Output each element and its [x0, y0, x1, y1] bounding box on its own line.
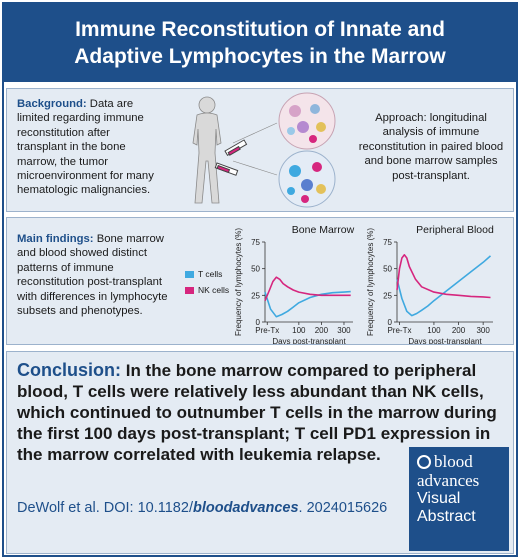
page-title: Immune Reconstitution of Innate and Adap… [74, 18, 446, 68]
legend-swatch-nk-cells [185, 286, 194, 294]
conclusion-text: Conclusion: In the bone marrow compared … [17, 360, 511, 465]
x-tick-label: Pre-Tx [387, 326, 411, 335]
approach-text: Approach: longitudinal analysis of immun… [358, 112, 504, 182]
syringe-icon [214, 139, 248, 176]
main-findings-body: Bone marrow and blood showed distinct pa… [17, 233, 168, 318]
series-line-nk-cells [396, 254, 491, 299]
legend-label-t-cells: T cells [198, 269, 223, 279]
logo-line-4: Abstract [417, 508, 476, 525]
series-line-t-cells [396, 255, 492, 317]
legend-item-t-cells: T cells [185, 266, 229, 282]
logo-line-1: blood [417, 452, 503, 472]
background-panel: Background: Data are limited regarding i… [6, 88, 514, 212]
y-axis-title: Frequency of lymphocytes (%) [366, 228, 375, 336]
y-tick-label: 50 [383, 265, 392, 274]
x-tick-label: 200 [315, 326, 329, 335]
citation-journal: bloodadvances [192, 500, 299, 516]
transplant-illustration [192, 92, 336, 208]
x-tick-label: 300 [337, 326, 351, 335]
main-findings-text: Main findings: Bone marrow and blood sho… [17, 232, 177, 318]
conclusion-label: Conclusion: [17, 360, 121, 380]
y-axis-title: Frequency of lymphocytes (%) [234, 228, 243, 336]
x-tick-label: 200 [452, 326, 466, 335]
legend-item-nk-cells: NK cells [185, 282, 229, 298]
logo-line-3: Visual [417, 490, 461, 507]
patient-figure-icon [192, 96, 222, 204]
peripheral-blood-chart-title: Peripheral Blood [416, 224, 494, 236]
y-tick-label: 50 [251, 265, 260, 274]
background-body: Data are limited regarding immune recons… [17, 98, 154, 197]
x-tick-label: 300 [476, 326, 490, 335]
blood-cells-icon [278, 150, 336, 208]
citation-suffix: . 2024015626 [298, 500, 388, 516]
main-findings-label: Main findings: [17, 233, 94, 245]
x-axis-title: Days post-transplant [408, 337, 482, 344]
blood-advances-logo: blood advances Visual Abstract [409, 447, 509, 551]
x-tick-label: 100 [292, 326, 306, 335]
chart-legend: T cells NK cells [185, 266, 229, 298]
series-line-t-cells [264, 290, 351, 318]
title-banner: Immune Reconstitution of Innate and Adap… [4, 4, 516, 82]
y-tick-label: 0 [388, 318, 393, 327]
logo-line-2: advances [417, 470, 480, 490]
y-tick-label: 25 [251, 291, 260, 300]
y-tick-label: 0 [256, 318, 261, 327]
conclusion-body: In the bone marrow compared to periphera… [17, 361, 497, 464]
x-tick-label: Pre-Tx [255, 326, 279, 335]
x-tick-label: 100 [427, 326, 441, 335]
citation-prefix: DeWolf et al. DOI: 10.1182/ [17, 500, 193, 516]
y-tick-label: 25 [383, 291, 392, 300]
blood-drop-icon [417, 455, 431, 469]
citation: DeWolf et al. DOI: 10.1182/bloodadvances… [17, 498, 397, 518]
y-tick-label: 75 [251, 238, 260, 247]
background-text: Background: Data are limited regarding i… [17, 97, 155, 198]
y-tick-label: 75 [383, 238, 392, 247]
series-line-nk-cells [264, 276, 351, 302]
bone-marrow-cells-icon [278, 92, 336, 150]
x-axis-title: Days post-transplant [272, 337, 346, 344]
conclusion-panel: Conclusion: In the bone marrow compared … [6, 351, 514, 554]
bone-marrow-chart-title: Bone Marrow [291, 224, 355, 236]
main-findings-panel: Main findings: Bone marrow and blood sho… [6, 217, 514, 345]
legend-swatch-t-cells [185, 270, 194, 278]
background-label: Background: [17, 98, 87, 110]
legend-label-nk-cells: NK cells [198, 285, 230, 295]
